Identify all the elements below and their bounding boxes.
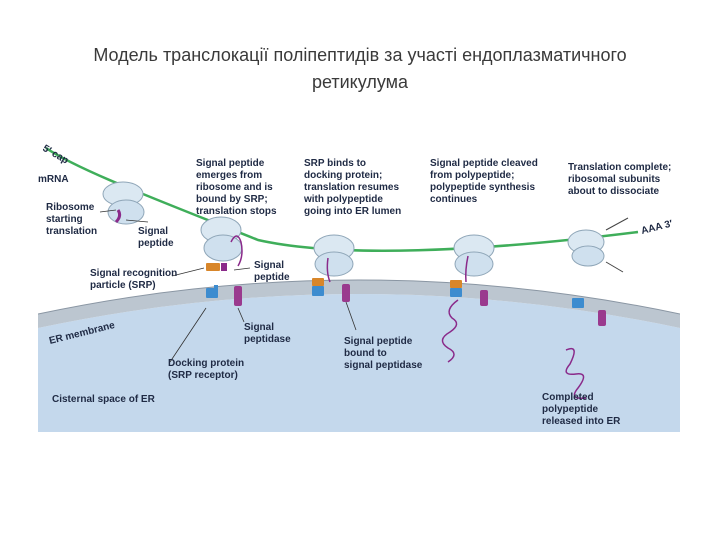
step-2-caption: SRP binds to docking protein; translatio… xyxy=(303,158,402,217)
signal-peptidase-label: Signal peptidase xyxy=(244,322,291,345)
mrna-3prime-label: AAA 3′ xyxy=(640,218,674,237)
docking-protein-1 xyxy=(206,285,218,298)
slide-title: Модель транслокації поліпептидів за учас… xyxy=(40,42,680,96)
er-membrane-outline xyxy=(38,279,680,315)
pointer-lines xyxy=(99,209,357,363)
signal-peptide-label-2: Signal peptide xyxy=(254,260,290,283)
ribosome-3 xyxy=(312,234,355,302)
slide-title-line-2: ретикулума xyxy=(311,72,409,92)
slide-title-line-1: Модель транслокації поліпептидів за учас… xyxy=(93,45,627,65)
srp-label: Signal recognition particle (SRP) xyxy=(90,268,180,291)
diagram-canvas: 5′ cap mRNA AAA 3′ Ribosome starting tra… xyxy=(38,143,680,432)
completed-polypeptide-label: Completed polypeptide released into ER xyxy=(542,392,621,427)
er-lumen xyxy=(38,294,680,432)
ribosome-1 xyxy=(102,181,145,225)
signal-peptide-label-1: Signal peptide xyxy=(138,226,174,249)
er-membrane-band xyxy=(38,280,680,328)
cisternal-space-label: Cisternal space of ER xyxy=(52,394,156,405)
ribosome-4 xyxy=(441,234,495,363)
step-4-caption: Translation complete; ribosomal subunits… xyxy=(568,162,674,197)
mrna-5prime-label: 5′ cap xyxy=(41,143,71,167)
signal-peptide-bound-label: Signal peptide bound to signal peptidase xyxy=(344,336,423,371)
signal-peptidase-1 xyxy=(234,286,242,306)
mrna-strand xyxy=(45,146,639,252)
ribosome-starting-label: Ribosome starting translation xyxy=(46,202,97,237)
srp-particle xyxy=(206,263,220,271)
step-3-caption: Signal peptide cleaved from polypeptide;… xyxy=(430,158,541,205)
ribosome-5 xyxy=(565,217,629,400)
mrna-label: mRNA xyxy=(38,174,69,185)
step-1-caption: Signal peptide emerges from ribosome and… xyxy=(196,158,277,217)
docking-protein-label: Docking protein (SRP receptor) xyxy=(168,358,247,381)
ribosome-2 xyxy=(200,216,243,271)
er-translocation-diagram: 5′ cap mRNA AAA 3′ Ribosome starting tra… xyxy=(38,130,680,432)
